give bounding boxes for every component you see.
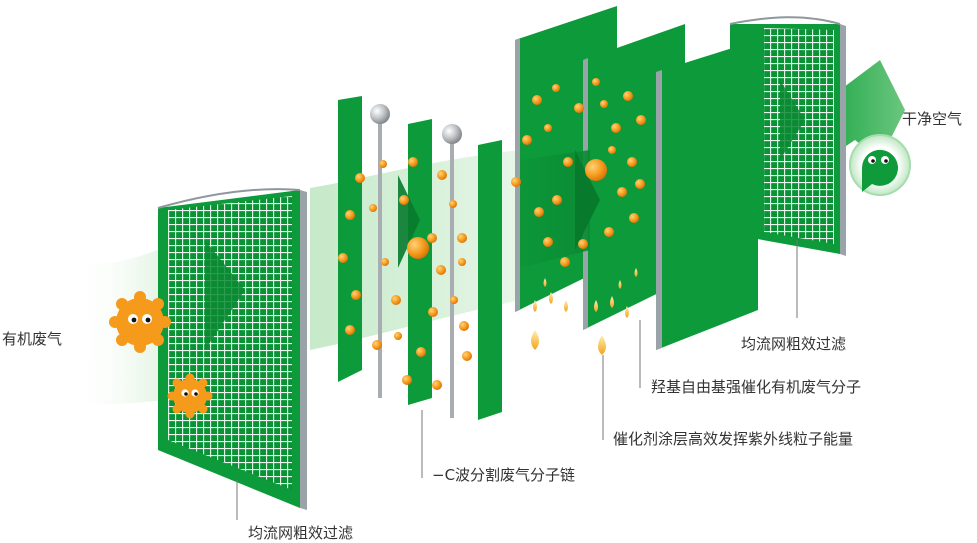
uv-lamp-icon [442, 124, 462, 144]
front-mesh-filter [157, 188, 307, 510]
uv-panel-2 [408, 119, 432, 405]
energy-particles [338, 78, 646, 390]
label-catalyst-coating: 催化剂涂层高效发挥紫外线粒子能量 [613, 430, 854, 448]
label-uv-stage: −C波分割废气分子链 [432, 466, 576, 484]
catalyst-droplets [531, 268, 638, 355]
flow-arrow-back [780, 80, 805, 160]
airflow-outlet [840, 60, 905, 160]
uv-lamp-icon [370, 104, 390, 124]
flow-arrow-front [205, 240, 245, 350]
catalyst-panels [515, 6, 758, 350]
uv-panel-3 [478, 140, 502, 420]
label-hydroxyl-radical: 羟基自由基强催化有机废气分子 [651, 378, 862, 396]
pollutant-particle-icon [167, 373, 213, 419]
leader-lines [236, 240, 798, 520]
uv-panel-1 [338, 96, 362, 382]
clean-air-bubble-icon [849, 134, 911, 196]
flow-arrow-catalyst [520, 150, 590, 268]
label-input: 有机废气 [2, 330, 63, 348]
label-filter-front: 均流网粗效过滤 [248, 524, 354, 542]
label-filter-back: 均流网粗效过滤 [741, 335, 847, 353]
pollutant-particle-icon [109, 291, 171, 353]
back-mesh-filter [729, 16, 846, 256]
label-output: 干净空气 [902, 110, 963, 128]
